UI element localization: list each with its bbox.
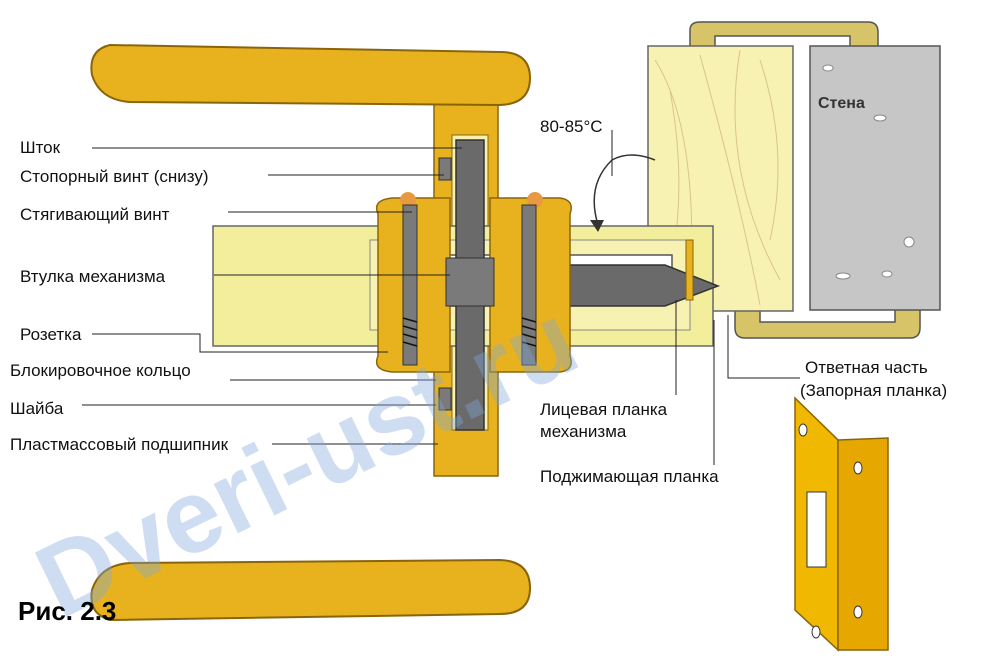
part-labels: Шток Стопорный винт (снизу) Стягивающий …	[10, 138, 947, 486]
leader-lines	[82, 147, 800, 465]
label-mechanism-sleeve: Втулка механизма	[20, 267, 166, 286]
wall: Стена	[809, 45, 941, 311]
set-screws	[438, 157, 452, 411]
label-set-screw: Стопорный винт (снизу)	[20, 167, 209, 186]
label-rosette: Розетка	[20, 325, 82, 344]
wall-label: Стена	[818, 95, 865, 112]
rod	[445, 139, 495, 431]
label-strike-1: Ответная часть	[805, 358, 928, 377]
label-face-plate-1: Лицевая планка	[540, 400, 668, 419]
figure-caption: Рис. 2.3	[18, 596, 116, 626]
label-strike-2: (Запорная планка)	[800, 381, 947, 400]
strike-plate	[794, 396, 889, 652]
label-washer: Шайба	[10, 399, 64, 418]
label-rod: Шток	[20, 138, 61, 157]
temperature-label: 80-85°C	[540, 117, 603, 136]
label-plastic-bearing: Пластмассовый подшипник	[10, 435, 229, 454]
label-locking-ring: Блокировочное кольцо	[10, 361, 191, 380]
tie-screws	[402, 204, 537, 366]
label-tie-screw: Стягивающий винт	[20, 205, 170, 224]
label-face-plate-2: механизма	[540, 422, 627, 441]
label-clamp-plate: Поджимающая планка	[540, 467, 719, 486]
temperature-arrow: 80-85°C	[540, 117, 656, 232]
